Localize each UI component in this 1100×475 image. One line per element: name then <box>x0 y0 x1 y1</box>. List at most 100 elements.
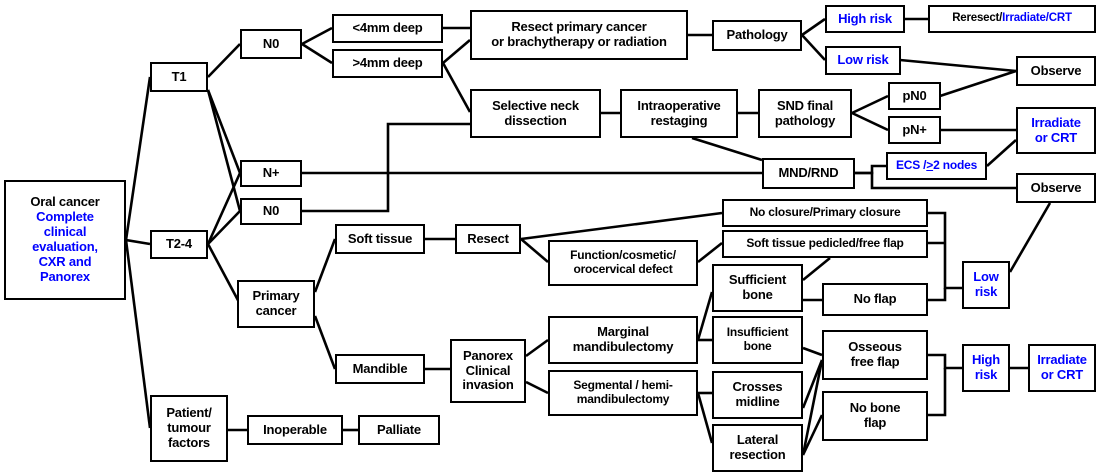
inoperable-label: Inoperable <box>263 421 327 437</box>
node-lateral-resection[interactable]: Lateral resection <box>712 424 803 472</box>
node-no-flap[interactable]: No flap <box>822 283 928 316</box>
resect-primary-line-2: or brachytherapy or radiation <box>491 34 667 49</box>
node-palliate[interactable]: Palliate <box>358 415 440 445</box>
node-osseous-free-flap[interactable]: Osseous free flap <box>822 330 928 380</box>
panorex-line-2: Clinical <box>465 362 511 378</box>
node-less-than-4mm-deep[interactable]: <4mm deep <box>332 14 443 43</box>
node-no-closure-primary-closure[interactable]: No closure/Primary closure <box>722 199 928 227</box>
node-selective-neck-dissection[interactable]: Selective neck dissection <box>470 89 601 138</box>
node-primary-cancer[interactable]: Primary cancer <box>237 280 315 328</box>
mandible-label: Mandible <box>352 360 408 376</box>
palliate-label: Palliate <box>377 421 421 437</box>
oral-cancer-line-5: CXR and <box>38 253 92 269</box>
soft-tissue-flap-label: Soft tissue pedicled/free flap <box>746 236 904 251</box>
node-soft-tissue-pedicled-free-flap[interactable]: Soft tissue pedicled/free flap <box>722 230 928 258</box>
insufficient-bone-line-2: bone <box>743 339 772 353</box>
insufficient-bone-line-1: Insufficient <box>726 325 789 340</box>
high-risk-bottom-line-2: risk <box>974 367 998 382</box>
primary-cancer-line-1: Primary <box>252 288 300 304</box>
node-observe-top[interactable]: Observe <box>1016 56 1096 86</box>
node-high-risk-bottom[interactable]: High risk <box>962 344 1010 392</box>
node-t2-4[interactable]: T2-4 <box>150 230 208 259</box>
soft-tissue-label: Soft tissue <box>347 230 413 246</box>
greater-or-equal-icon: > <box>926 158 934 173</box>
node-pn-plus[interactable]: pN+ <box>888 116 941 144</box>
node-patient-tumour-factors[interactable]: Patient/ tumour factors <box>150 395 228 462</box>
node-resect[interactable]: Resect <box>455 224 521 254</box>
lateral-resection-line-2: resection <box>729 447 786 462</box>
node-segmental-hemi-mandibulectomy[interactable]: Segmental / hemi- mandibulectomy <box>548 370 698 416</box>
irradiate-crt2-line-1: Irradiate <box>1037 352 1087 368</box>
crosses-midline-line-2: midline <box>735 394 780 409</box>
node-oral-cancer[interactable]: Oral cancer Complete clinical evaluation… <box>4 180 126 300</box>
primary-cancer-line-2: cancer <box>255 303 297 318</box>
low-risk-bottom-line-1: Low <box>973 269 999 285</box>
function-defect-line-2: orocervical defect <box>573 262 673 276</box>
sufficient-bone-line-1: Sufficient <box>728 272 787 288</box>
segmental-line-2: mandibulectomy <box>576 392 670 406</box>
marginal-line-2: mandibulectomy <box>572 339 674 354</box>
node-low-risk-bottom[interactable]: Low risk <box>962 261 1010 309</box>
segmental-line-1: Segmental / hemi- <box>573 378 673 393</box>
node-irradiate-or-crt-top[interactable]: Irradiate or CRT <box>1016 107 1096 154</box>
node-reresect-irradiate-crt[interactable]: Reresect/Irradiate/CRT <box>928 5 1096 33</box>
node-n0-mid[interactable]: N0 <box>240 198 302 225</box>
osseous-free-flap-line-2: free flap <box>850 354 900 369</box>
snd-final-line-2: pathology <box>774 112 836 128</box>
node-ecs-2-nodes[interactable]: ECS / >2 nodes <box>886 152 987 180</box>
irradiate-crt-line-1: Irradiate <box>1031 114 1081 130</box>
node-n-plus[interactable]: N+ <box>240 160 302 187</box>
pn0-label: pN0 <box>902 87 927 103</box>
node-panorex-clinical-invasion[interactable]: Panorex Clinical invasion <box>450 339 526 403</box>
node-snd-final-pathology[interactable]: SND final pathology <box>758 89 852 138</box>
intraoperative-line-1: Intraoperative <box>637 97 721 113</box>
n0-mid-label: N0 <box>262 203 280 219</box>
node-low-risk-top[interactable]: Low risk <box>825 46 901 75</box>
node-high-risk-top[interactable]: High risk <box>825 5 905 33</box>
node-inoperable[interactable]: Inoperable <box>247 415 343 445</box>
lateral-resection-line-1: Lateral <box>736 432 779 448</box>
patient-factors-line-1: Patient/ <box>166 405 212 421</box>
reresect-label: Reresect/ <box>952 12 1003 25</box>
irradiate-crt2-line-2: or CRT <box>1040 367 1084 382</box>
sufficient-bone-line-2: bone <box>742 287 773 302</box>
observe-top-label: Observe <box>1030 62 1082 78</box>
node-n0-top[interactable]: N0 <box>240 29 302 59</box>
n-plus-label: N+ <box>262 165 280 181</box>
node-marginal-mandibulectomy[interactable]: Marginal mandibulectomy <box>548 316 698 364</box>
intraoperative-line-2: restaging <box>650 112 708 128</box>
node-observe-mid[interactable]: Observe <box>1016 173 1096 203</box>
irradiate-crt-label: Irradiate/CRT <box>1002 12 1072 25</box>
node-crosses-midline[interactable]: Crosses midline <box>712 371 803 419</box>
oral-cancer-line-1: Oral cancer <box>30 194 100 210</box>
node-soft-tissue[interactable]: Soft tissue <box>335 224 425 254</box>
node-pathology[interactable]: Pathology <box>712 20 802 51</box>
node-sufficient-bone[interactable]: Sufficient bone <box>712 264 803 312</box>
node-no-bone-flap[interactable]: No bone flap <box>822 391 928 441</box>
oral-cancer-line-6: Panorex <box>40 268 90 284</box>
node-mandible[interactable]: Mandible <box>335 354 425 384</box>
node-pn0[interactable]: pN0 <box>888 82 941 110</box>
high-risk-bottom-line-1: High <box>971 352 1001 368</box>
marginal-line-1: Marginal <box>597 324 649 340</box>
patient-factors-line-2: tumour <box>167 420 211 436</box>
observe-mid-label: Observe <box>1030 179 1082 195</box>
node-intraoperative-restaging[interactable]: Intraoperative restaging <box>620 89 738 138</box>
snd-final-line-1: SND final <box>777 97 833 113</box>
node-greater-than-4mm-deep[interactable]: >4mm deep <box>332 49 443 78</box>
low-risk-bottom-line-2: risk <box>974 284 998 299</box>
node-mnd-rnd[interactable]: MND/RND <box>762 158 855 189</box>
node-irradiate-or-crt-bottom[interactable]: Irradiate or CRT <box>1028 344 1096 392</box>
resect-label: Resect <box>467 230 509 246</box>
mnd-rnd-label: MND/RND <box>778 165 839 181</box>
patient-factors-line-3: factors <box>168 434 210 450</box>
node-resect-primary-cancer[interactable]: Resect primary cancer or brachytherapy o… <box>470 10 688 60</box>
no-bone-flap-line-1: No bone <box>849 400 901 416</box>
node-insufficient-bone[interactable]: Insufficient bone <box>712 316 803 364</box>
osseous-free-flap-line-1: Osseous <box>848 339 902 355</box>
resect-primary-line-1: Resect primary cancer <box>511 19 647 35</box>
node-function-cosmetic-defect[interactable]: Function/cosmetic/ orocervical defect <box>548 240 698 286</box>
node-t1[interactable]: T1 <box>150 62 208 92</box>
